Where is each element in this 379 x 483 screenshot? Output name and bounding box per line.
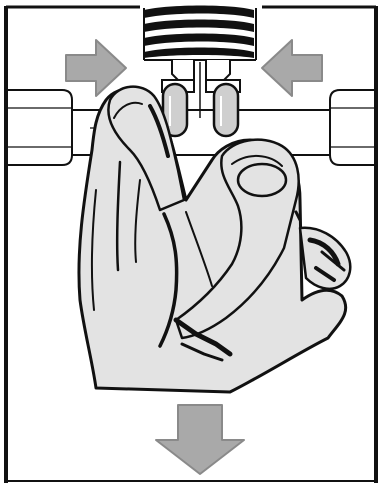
right-end-cap [330,90,374,165]
hand-illustration [79,87,350,392]
left-end-cap [8,90,72,165]
arrow-left-icon [262,40,322,96]
right-latch-knob[interactable] [214,84,238,136]
screw-thread-illustration [142,6,258,61]
arrow-right-icon [66,40,126,96]
arrow-down-icon [156,405,244,474]
